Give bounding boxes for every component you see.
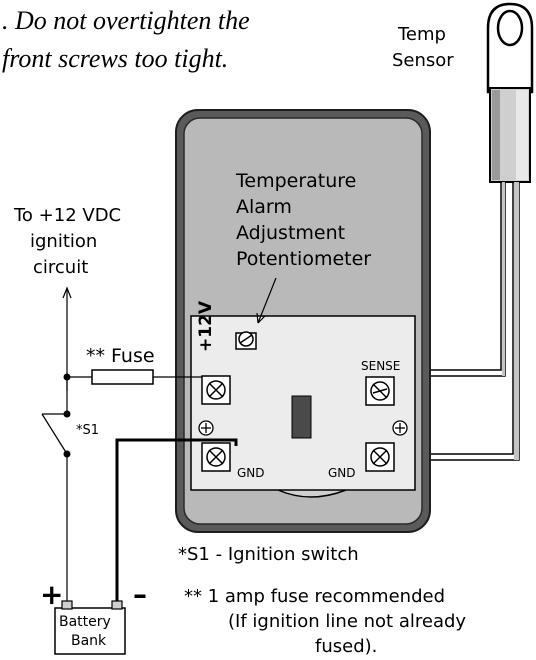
ignition-label-line2: ignition [30, 231, 98, 252]
instruction-note-line2: front screws too tight. [2, 44, 229, 73]
footnote-fuse-line2: (If ignition line not already [228, 611, 467, 632]
footnote-fuse-line1: ** 1 amp fuse recommended [184, 586, 445, 607]
potentiometer-label-line3: Adjustment [236, 222, 346, 244]
ignition-label-line3: circuit [33, 257, 89, 278]
potentiometer-label-line2: Alarm [236, 196, 292, 218]
footnote-fuse-line3: fused). [315, 636, 378, 657]
battery-label-line1: Battery [59, 614, 111, 630]
ground-mark-right [392, 420, 408, 436]
switch-label: *S1 [76, 423, 100, 438]
ground-mark-left [198, 420, 214, 436]
potentiometer-leader [257, 277, 277, 324]
battery-post-positive [61, 600, 73, 610]
terminal-gnd-right-screw [365, 442, 395, 472]
potentiometer [235, 331, 257, 350]
footnote-switch: *S1 - Ignition switch [178, 544, 359, 565]
terminal-sense-label: SENSE [361, 359, 401, 373]
terminal-gnd-left-label: GND [237, 466, 265, 480]
fuse [91, 369, 154, 385]
terminal-12v-label: +12V [196, 300, 216, 352]
terminal-12v-screw [201, 375, 231, 405]
ignition-label-line1: To +12 VDC [14, 205, 122, 226]
mounting-tab [277, 489, 347, 498]
ground-wire [115, 438, 238, 608]
fuse-label: ** Fuse [86, 345, 155, 367]
junction-dot-switch-top [63, 410, 71, 418]
potentiometer-label-line4: Potentiometer [236, 248, 372, 270]
terminal-gnd-left-screw [201, 442, 231, 472]
battery-bank [54, 607, 126, 655]
battery-minus-sign: – [133, 578, 147, 611]
battery-label-line2: Bank [71, 633, 107, 649]
alarm-indicator [291, 395, 312, 439]
junction-dot-fuse [63, 373, 71, 381]
sensor-ring-hole [496, 9, 524, 47]
junction-dot-switch-bottom [63, 450, 71, 458]
battery-plus-sign: + [40, 578, 64, 611]
terminal-gnd-right-label: GND [328, 466, 356, 480]
battery-post-negative [111, 600, 123, 610]
instruction-note-line1: . Do not overtighten the [2, 6, 250, 35]
terminal-sense-screw [365, 376, 395, 406]
sensor-label-line1: Temp [398, 24, 446, 45]
sensor-label-line2: Sensor [392, 50, 454, 71]
potentiometer-label-line1: Temperature [236, 170, 357, 192]
